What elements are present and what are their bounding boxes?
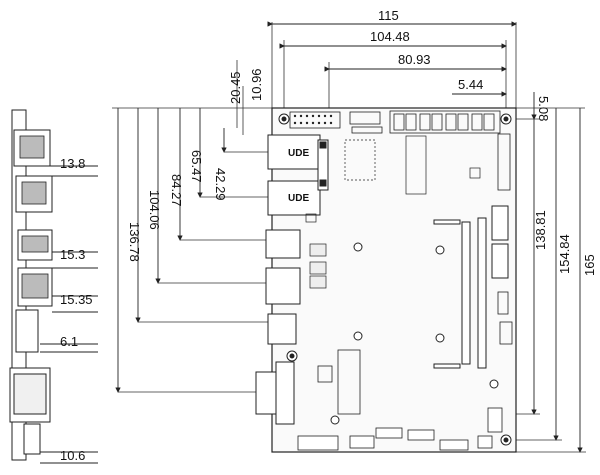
side-dim-15-3: 15.3 xyxy=(60,247,85,262)
dim-154-84: 154.84 xyxy=(557,234,572,274)
chips xyxy=(317,349,361,415)
com-headers xyxy=(393,113,495,131)
dim-total-width: 115 xyxy=(378,8,399,23)
dim-138-81: 138.81 xyxy=(533,210,548,250)
dim-10-96: 10.96 xyxy=(249,68,264,101)
side-dimension-lines xyxy=(40,165,98,464)
vga-connector xyxy=(255,361,295,425)
left-dimension-lines xyxy=(115,108,227,393)
dim-hole-span: 104.48 xyxy=(370,29,410,44)
dim-42-29: 42.29 xyxy=(213,168,228,201)
dim-edge-offset: 5.44 xyxy=(458,77,483,92)
dim-165: 165 xyxy=(582,254,597,276)
dim-20-45: 20.45 xyxy=(228,71,243,104)
header-pins xyxy=(293,114,333,125)
side-dim-6-1: 6.1 xyxy=(60,334,78,349)
top-pin-headers xyxy=(289,110,501,134)
usb-connectors xyxy=(265,229,301,345)
side-dim-10-6: 10.6 xyxy=(60,448,85,463)
usb-headers xyxy=(309,243,327,289)
dim-104-06: 104.06 xyxy=(147,190,162,230)
lan-label-1: UDE xyxy=(288,148,309,159)
right-headers xyxy=(497,133,513,345)
cpu-area xyxy=(305,135,481,223)
dim-84-27: 84.27 xyxy=(169,174,184,207)
dim-header-span: 80.93 xyxy=(398,52,431,67)
side-dim-15-35: 15.35 xyxy=(60,292,93,307)
right-extension-lines xyxy=(506,107,586,453)
top-dimension-lines xyxy=(267,21,517,97)
side-dim-13-8: 13.8 xyxy=(60,156,85,171)
bottom-connectors xyxy=(297,407,503,451)
sata-connectors xyxy=(491,205,509,279)
lan-label-2: UDE xyxy=(288,193,309,204)
side-view-details xyxy=(19,135,49,299)
lan-connectors xyxy=(267,134,329,216)
dim-65-47: 65.47 xyxy=(189,150,204,183)
right-dimension-lines xyxy=(531,92,583,453)
dim-5-08: 5.08 xyxy=(536,96,551,121)
dim-136-78: 136.78 xyxy=(127,222,142,262)
sodimm-slots xyxy=(433,217,487,369)
motherboard-top-view: UDE UDE xyxy=(255,107,517,453)
